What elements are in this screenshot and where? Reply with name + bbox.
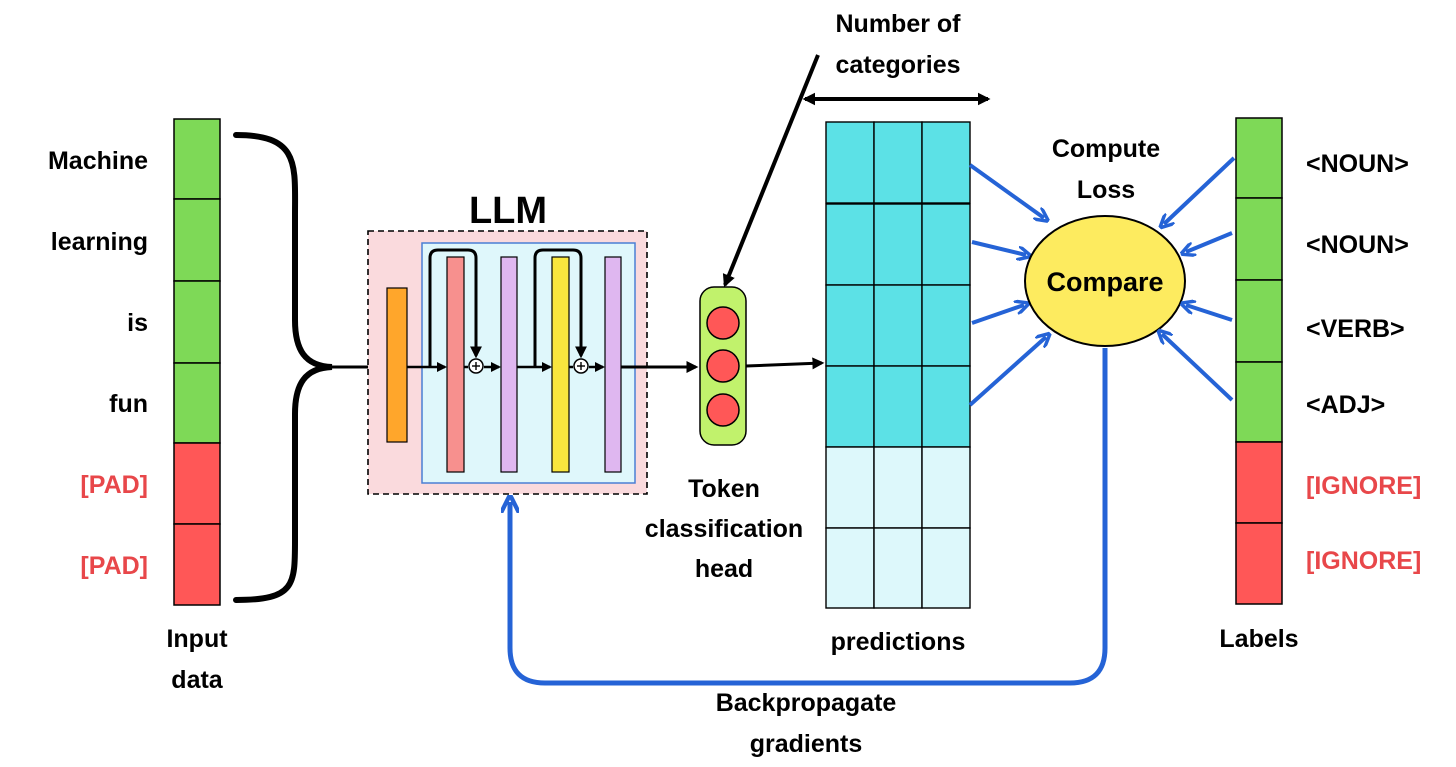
predictions-label: predictions — [831, 628, 966, 656]
input-token-label: Machine — [48, 147, 148, 175]
input-cell-machine — [173, 118, 221, 200]
prediction-loss-arrow — [971, 305, 1024, 325]
labels-caption: Labels — [1219, 625, 1298, 653]
input-pad-label: [PAD] — [80, 552, 148, 580]
label-loss-arrow — [1186, 305, 1233, 322]
prediction-cell — [873, 527, 923, 609]
prediction-loss-arrow — [968, 163, 1044, 218]
label-cell-ignore-1 — [1235, 441, 1283, 524]
prediction-loss-arrow — [968, 337, 1046, 407]
prediction-cell — [921, 284, 971, 367]
categories-label-line2: categories — [835, 51, 960, 79]
head-neuron — [706, 349, 740, 383]
label-text: <ADJ> — [1306, 391, 1385, 419]
labels-column — [1235, 117, 1283, 605]
label-text: <VERB> — [1306, 315, 1405, 343]
label-cell-ignore-2 — [1235, 522, 1283, 605]
input-cell-pad-2 — [173, 523, 221, 606]
head-label-line1: Token — [688, 475, 760, 503]
loss-label-line1: Compute — [1052, 135, 1160, 163]
head-label-line2: classification — [645, 515, 803, 543]
residual-add-icon — [468, 358, 484, 374]
compare-ellipse — [1024, 215, 1186, 347]
label-loss-arrow — [1162, 334, 1234, 402]
prediction-cell — [921, 446, 971, 529]
head-neuron — [706, 393, 740, 427]
head-neuron — [706, 306, 740, 340]
backprop-label-line2: gradients — [750, 730, 863, 758]
backprop-arrow — [510, 348, 1108, 686]
input-token-label: fun — [109, 390, 148, 418]
prediction-cell — [825, 527, 875, 609]
input-cell-learning — [173, 198, 221, 282]
grouping-brace — [233, 132, 333, 603]
prediction-cell — [873, 121, 923, 204]
label-cell-verb — [1235, 279, 1283, 363]
predictions-to-loss-arrows — [968, 163, 1046, 407]
categories-pointer-arrow — [722, 54, 820, 288]
prediction-cell — [825, 203, 875, 286]
head-label-line3: head — [695, 555, 753, 583]
input-token-labels: Machine learning is fun [PAD] [PAD] — [48, 147, 148, 580]
prediction-cell — [825, 121, 875, 204]
label-text: <NOUN> — [1306, 150, 1409, 178]
input-caption-line1: Input — [166, 625, 228, 653]
prediction-cell — [921, 203, 971, 286]
llm-title: LLM — [469, 190, 547, 232]
label-cell-noun-1 — [1235, 117, 1283, 199]
llm-norm-layer-1 — [500, 256, 518, 473]
label-texts: <NOUN> <NOUN> <VERB> <ADJ> [IGNORE] [IGN… — [1306, 150, 1421, 575]
predictions-grid — [825, 121, 971, 609]
residual-connection-2 — [533, 248, 587, 367]
label-cell-adj — [1235, 361, 1283, 443]
loss-label-line2: Loss — [1077, 176, 1135, 204]
prediction-cell — [825, 284, 875, 367]
label-ignore-text: [IGNORE] — [1306, 547, 1421, 575]
input-token-label: is — [127, 309, 148, 337]
input-token-label: learning — [51, 228, 148, 256]
labels-to-loss-arrows — [1162, 156, 1236, 402]
input-cell-is — [173, 280, 221, 364]
label-cell-noun-2 — [1235, 197, 1283, 281]
input-cell-pad-1 — [173, 442, 221, 525]
residual-add-icon — [573, 358, 589, 374]
llm-attention-layer — [446, 256, 465, 473]
label-loss-arrow — [1186, 231, 1233, 252]
label-text: <NOUN> — [1306, 231, 1409, 259]
input-pad-label: [PAD] — [80, 471, 148, 499]
prediction-cell — [921, 365, 971, 448]
residual-connection-1 — [428, 248, 482, 367]
llm-norm-layer-2 — [604, 256, 622, 473]
prediction-cell — [873, 203, 923, 286]
head-to-predictions-arrow — [745, 357, 825, 370]
label-loss-arrow — [1164, 156, 1236, 224]
prediction-cell — [873, 365, 923, 448]
input-cell-fun — [173, 362, 221, 444]
label-ignore-text: [IGNORE] — [1306, 472, 1421, 500]
prediction-cell — [921, 527, 971, 609]
backprop-label-line1: Backpropagate — [716, 689, 897, 717]
llm-feedforward-layer — [551, 256, 570, 473]
input-caption-line2: data — [171, 666, 224, 694]
prediction-loss-arrow — [971, 240, 1026, 255]
prediction-cell — [921, 121, 971, 204]
prediction-cell — [873, 446, 923, 529]
llm-embedding-layer — [386, 287, 408, 443]
prediction-cell — [873, 284, 923, 367]
compare-label: Compare — [1046, 267, 1163, 297]
prediction-cell — [825, 446, 875, 529]
categories-label-line1: Number of — [836, 10, 962, 38]
input-token-column — [173, 118, 221, 606]
prediction-cell — [825, 365, 875, 448]
